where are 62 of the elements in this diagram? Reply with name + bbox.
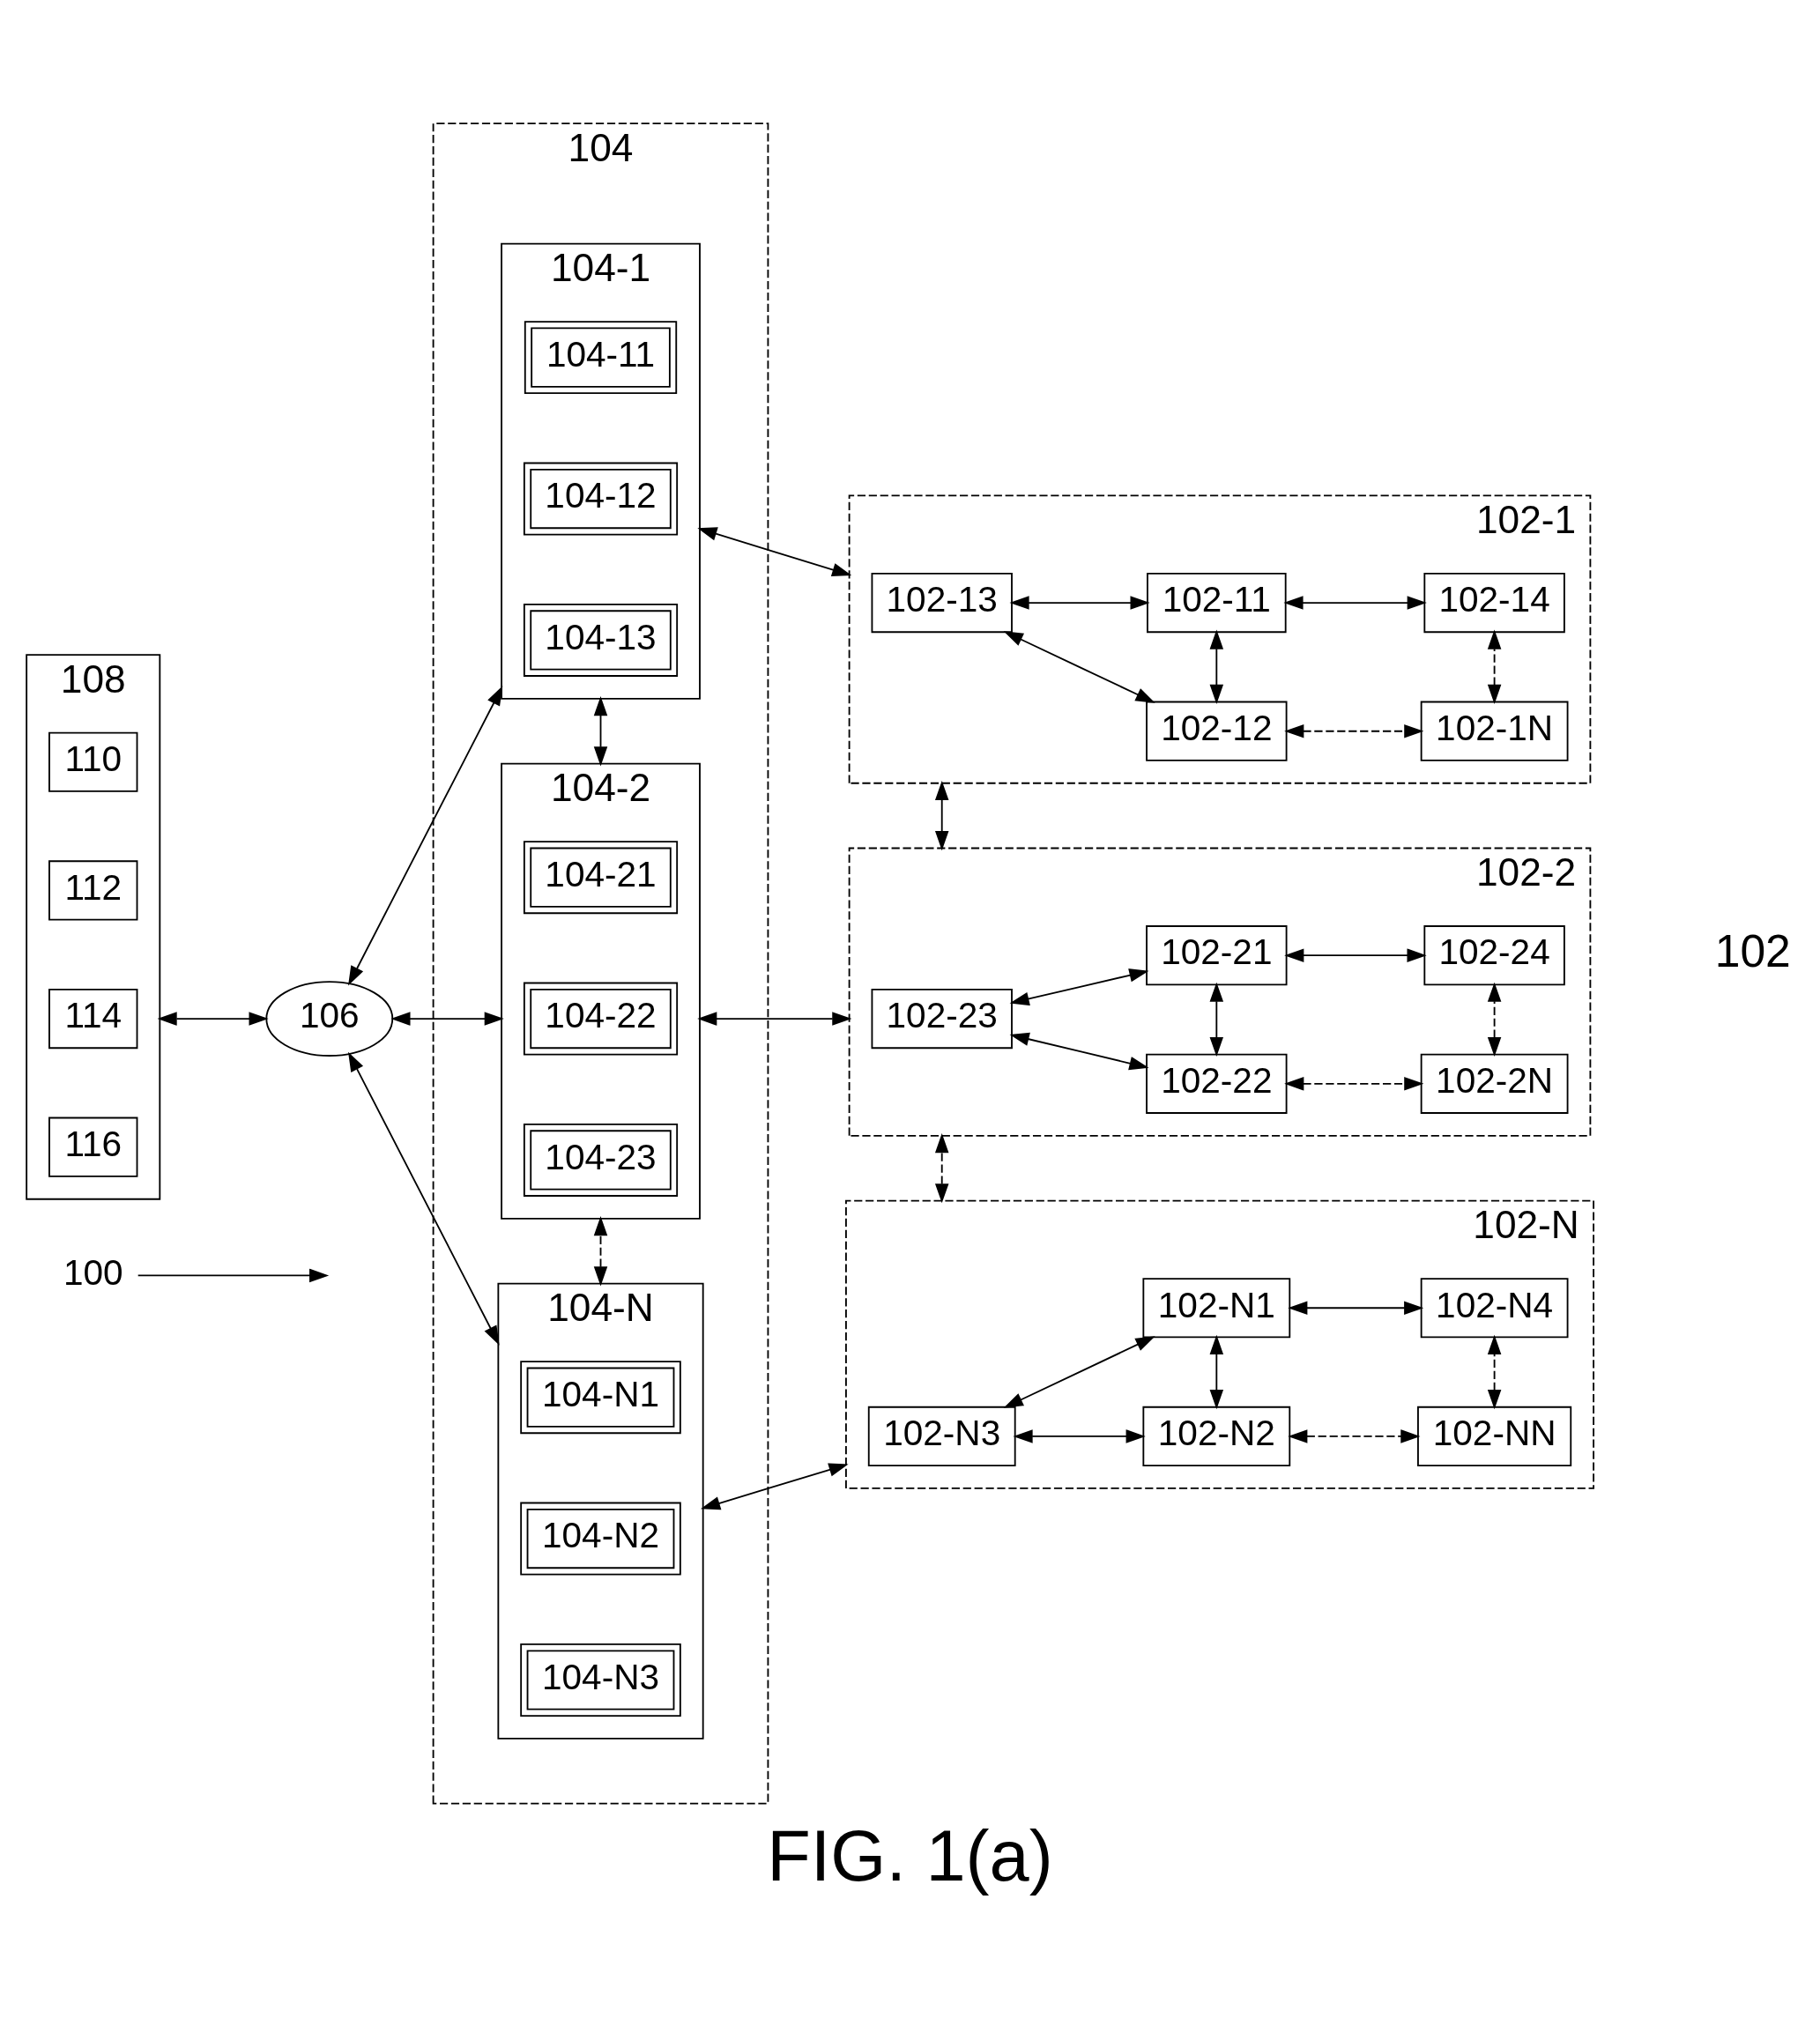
- node-box: 102-13: [871, 572, 1013, 634]
- node-box: 102-NN: [1417, 1406, 1572, 1467]
- arrow: [1013, 1429, 1146, 1443]
- node-box: 104-12: [523, 462, 679, 536]
- arrow: [1009, 596, 1150, 610]
- node-box: 102-2N: [1420, 1053, 1569, 1114]
- arrow: [934, 780, 949, 851]
- arrow: [1288, 1429, 1421, 1443]
- arrow: [390, 1012, 504, 1026]
- arrow: [1288, 1301, 1424, 1315]
- node-box: 102-24: [1423, 925, 1565, 986]
- arrow: [137, 1268, 330, 1283]
- arrow: [1487, 982, 1502, 1057]
- arrow: [593, 1216, 608, 1287]
- arrow: [701, 1463, 849, 1510]
- arrow: [1283, 596, 1427, 610]
- node-box: 102-1N: [1420, 701, 1569, 761]
- node-box: 104-13: [523, 603, 679, 677]
- node-box: 102-N1: [1142, 1278, 1291, 1339]
- arrow: [593, 696, 608, 767]
- arrow: [1209, 982, 1224, 1057]
- node-box: 102-11: [1147, 572, 1287, 634]
- node-box: 104-22: [523, 982, 679, 1056]
- node-box: 112: [48, 860, 138, 921]
- node-box: 102-N4: [1420, 1278, 1569, 1339]
- arrow: [1209, 1334, 1224, 1410]
- arrow: [1209, 629, 1224, 704]
- arrow: [1003, 631, 1155, 703]
- node-box: 102-21: [1146, 925, 1288, 986]
- node-box: 104-N1: [520, 1361, 681, 1435]
- node-box: 110: [48, 731, 138, 792]
- node-box: 104-21: [523, 841, 679, 915]
- arrow: [697, 1012, 852, 1026]
- arrow: [934, 1133, 949, 1204]
- label: 102: [1714, 924, 1791, 976]
- arrow: [1284, 723, 1424, 738]
- node-box: 102-14: [1423, 572, 1565, 634]
- node-box: 104-23: [523, 1124, 679, 1197]
- node-box: 104-N2: [520, 1502, 681, 1576]
- node-box: 114: [48, 988, 138, 1050]
- node-box: 104-N3: [520, 1643, 681, 1717]
- caption: FIG. 1(a): [767, 1815, 1053, 1896]
- arrow: [697, 527, 852, 576]
- arrow: [1284, 1077, 1424, 1091]
- arrow: [348, 686, 503, 986]
- arrow: [1003, 1336, 1155, 1408]
- node-box: 102-12: [1146, 701, 1288, 761]
- node-text: 100: [63, 1251, 123, 1293]
- arrow: [348, 1051, 500, 1346]
- arrow: [1009, 1032, 1149, 1071]
- arrow: [1284, 948, 1427, 962]
- node-box: 102-22: [1146, 1053, 1288, 1114]
- node-ellipse: 106: [265, 981, 394, 1057]
- node-box: 102-N2: [1142, 1406, 1291, 1467]
- node-box: 102-N3: [867, 1406, 1016, 1467]
- node-box: 102-23: [871, 988, 1013, 1050]
- node-box: 104-11: [524, 321, 678, 395]
- arrow: [1009, 968, 1149, 1006]
- node-box: 116: [48, 1117, 138, 1177]
- arrow: [157, 1012, 269, 1026]
- arrow: [1487, 1334, 1502, 1410]
- arrow: [1487, 629, 1502, 704]
